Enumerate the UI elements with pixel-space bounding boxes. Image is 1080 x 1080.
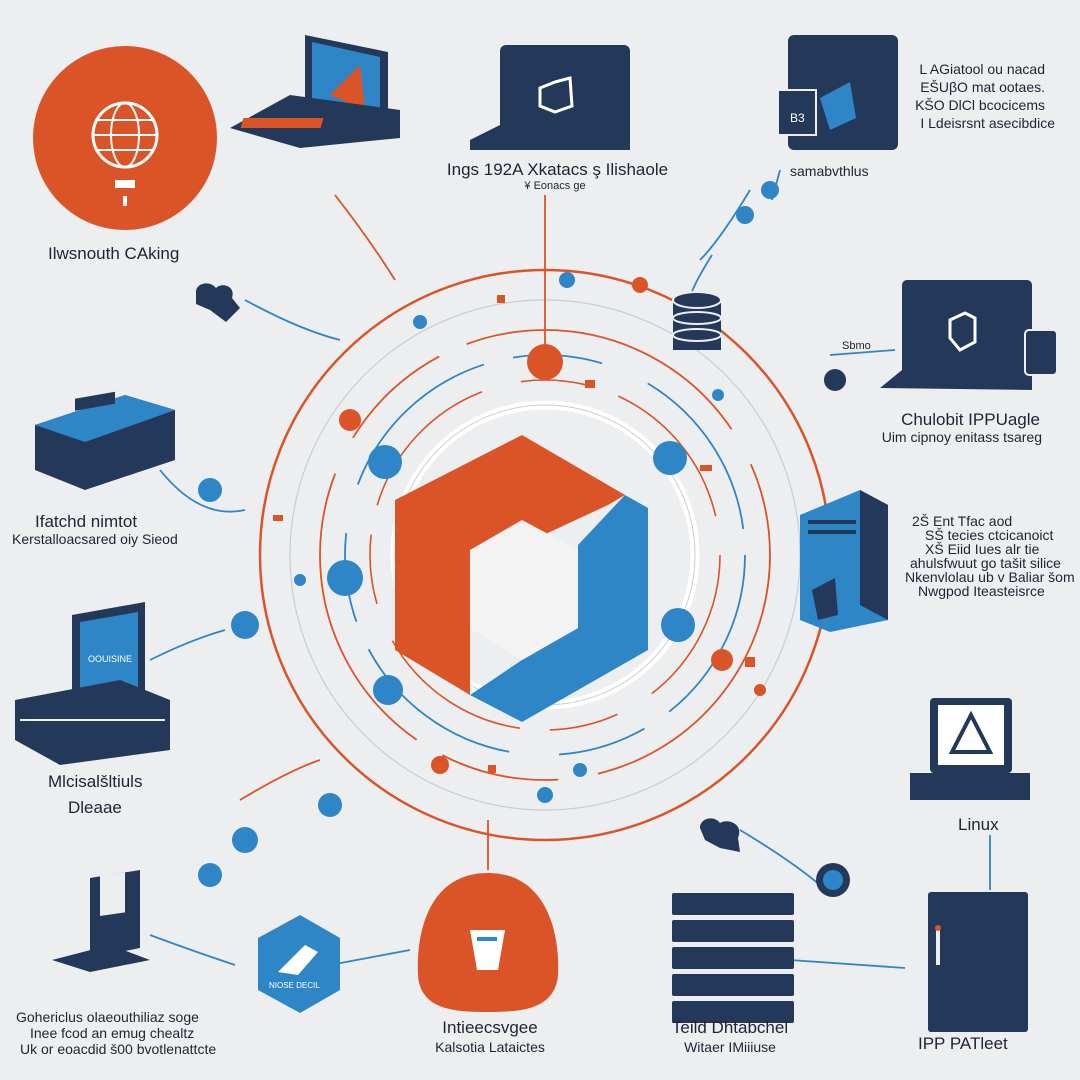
label-right-mid-sub: Uim cipnoy enitass tsareg xyxy=(881,429,1042,445)
label-right-linux: Linux xyxy=(958,815,999,834)
label-bottom-right-center-title: Teild Dhtabchel xyxy=(671,1018,789,1037)
tablet-icon xyxy=(15,602,170,765)
rack-icon xyxy=(672,893,794,1023)
label-top-right-1: L AGiatool ou nacad xyxy=(919,61,1045,77)
label-left-mid-sub: Kerstalloacsared oiy Sieod xyxy=(12,531,178,547)
label-left-lower-1: Mlcisalšltiuls xyxy=(48,772,143,791)
label-right-upper-small: samabvthlus xyxy=(790,163,869,179)
cloud-icon xyxy=(196,283,850,897)
hexagon-label: NIOSE DECIL xyxy=(269,981,320,990)
label-top-left: Ilwsnouth CAking xyxy=(48,244,180,263)
label-bottom-left-2: Inee fcod an emug chealtz xyxy=(30,1025,195,1041)
database-icon xyxy=(672,291,722,350)
router-icon xyxy=(35,391,175,490)
server-icon xyxy=(928,892,1028,1032)
server-icon xyxy=(777,35,898,150)
shield-icon xyxy=(258,915,340,1013)
label-bottom-center-title: Intieecsvgee xyxy=(442,1018,538,1037)
laptop-icon xyxy=(230,35,400,148)
laptop-screen-label: OOUISINE xyxy=(88,654,132,664)
cube-logo-icon xyxy=(395,435,648,722)
label-bottom-left-1: Gohericlus olaeouthiliaz soge xyxy=(16,1009,199,1025)
label-bottom-center-sub: Kalsotia Lataictes xyxy=(435,1039,545,1055)
label-right-small-top: Sbmo xyxy=(842,340,871,352)
label-top-right-3: KŠO DlCl bcocicems xyxy=(915,97,1045,113)
label-right-lower-3: XŠ Eiid Iues alr tie xyxy=(925,541,1040,557)
tower-icon xyxy=(800,490,888,632)
label-left-lower-2: Dleaae xyxy=(68,798,122,817)
orbit-nodes xyxy=(198,181,846,887)
accent-dots xyxy=(273,295,755,773)
label-bottom-right: IPP PATleet xyxy=(918,1034,1008,1053)
label-right-lower-6: Nwgpod Iteasteisrce xyxy=(918,583,1045,599)
label-left-mid-title: Ifatchd nimtot xyxy=(35,512,138,531)
label-right-mid-title: Chulobit IPPUagle xyxy=(901,410,1040,429)
label-right-lower-2: SŠ tecies ctcicanoict xyxy=(925,527,1054,543)
label-right-lower-1: 2Š Ent Tfac aod xyxy=(912,513,1013,529)
label-right-lower-4: ahulsfwuut go tašit silice xyxy=(910,555,1061,571)
label-top-right-2: EŠUβO mat ootaes. xyxy=(920,79,1045,95)
warning-icon xyxy=(910,698,1030,800)
label-top-right-4: I Ldeisrsnt asecibdice xyxy=(920,115,1055,131)
monitor-icon xyxy=(880,280,1058,390)
label-top-center-sub: ¥ Eonacs ge xyxy=(524,180,586,192)
label-bottom-right-center-sub: Witaer IMiiiuse xyxy=(684,1039,776,1055)
document-icon xyxy=(417,873,559,1012)
label-bottom-left-3: Uk or eoacdid š00 bvotlenattcte xyxy=(20,1041,217,1057)
globe-icon xyxy=(33,46,217,230)
label-right-lower-5: Nkenvlolau ub v Baliar šom xyxy=(905,569,1075,585)
box-chip-label: B3 xyxy=(790,111,805,125)
label-top-center-title: Ings 192A Xkatacs ş Ilishaole xyxy=(446,160,669,179)
tablet-icon xyxy=(52,870,150,972)
connector-lines xyxy=(149,169,991,969)
monitor-icon xyxy=(470,45,630,150)
